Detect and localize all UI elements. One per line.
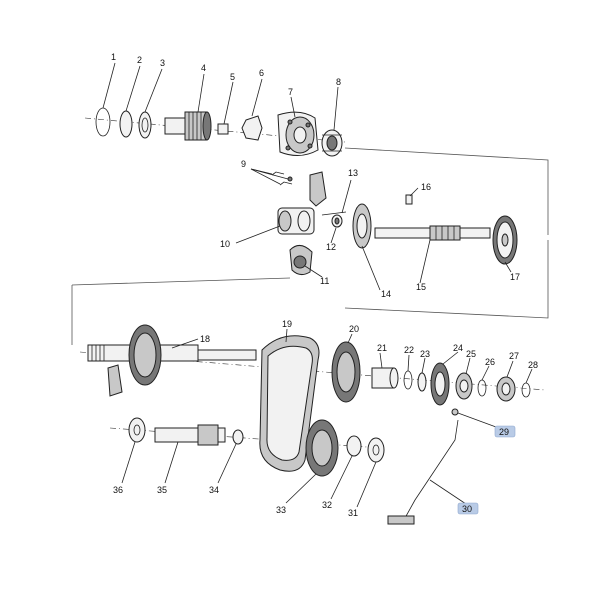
part-8-bearing[interactable] (321, 129, 343, 157)
callout-35: 35 (157, 485, 167, 495)
callout-13: 13 (348, 168, 358, 178)
callout-16: 16 (421, 182, 431, 192)
callout-19: 19 (282, 319, 292, 329)
part-28-retaining-ring[interactable] (521, 382, 531, 398)
part-1-snap-ring[interactable] (95, 107, 111, 137)
part-3-thrust-washer[interactable] (138, 111, 152, 139)
callout-12: 12 (326, 242, 336, 252)
callout-22: 22 (404, 345, 414, 355)
callout-8: 8 (336, 77, 341, 87)
callout-30-highlight[interactable]: 30 (457, 502, 479, 515)
callout-6: 6 (259, 68, 264, 78)
callout-25: 25 (466, 349, 476, 359)
callout-32: 32 (322, 500, 332, 510)
part-16-key[interactable] (405, 194, 413, 205)
part-21-spacer[interactable] (371, 367, 399, 389)
callout-11: 11 (320, 276, 329, 286)
callout-27: 27 (509, 351, 519, 361)
part-4-input-gear[interactable] (164, 111, 212, 141)
part-15-output-shaft[interactable] (374, 225, 491, 241)
part-10-shift-fork[interactable] (277, 171, 327, 235)
callout-33: 33 (276, 505, 286, 515)
part-22-snap-ring[interactable] (403, 370, 413, 390)
part-36-washer[interactable] (128, 417, 146, 443)
callout-28: 28 (528, 360, 538, 370)
callout-34: 34 (209, 485, 219, 495)
part-18-mainshaft[interactable] (87, 324, 257, 397)
callout-4: 4 (201, 63, 206, 73)
callout-10: 10 (220, 239, 230, 249)
part-9-detent-pins[interactable] (271, 171, 293, 186)
callout-5: 5 (230, 72, 235, 82)
leader-lines (102, 62, 533, 508)
part-35-countershaft[interactable] (154, 424, 226, 446)
part-7-planetary-carrier[interactable] (277, 111, 319, 156)
callout-23: 23 (420, 349, 430, 359)
callout-7: 7 (288, 87, 293, 97)
callout-29: 29 (499, 427, 509, 437)
callout-15: 15 (416, 282, 426, 292)
callout-labels: 1 2 3 4 5 6 7 8 9 10 11 12 13 14 15 16 1… (111, 52, 538, 370)
callout-21: 21 (377, 343, 387, 353)
highlighted-callouts: 29 30 (457, 425, 516, 515)
callout-31: 31 (348, 508, 358, 518)
part-23-thrust-washer[interactable] (417, 372, 427, 392)
callout-1: 1 (111, 52, 116, 62)
callout-29-highlight[interactable]: 29 (494, 425, 516, 438)
part-32-spacer[interactable] (346, 435, 362, 457)
part-24-reduction-gear[interactable] (430, 362, 450, 406)
part-17-drive-gear[interactable] (492, 215, 518, 265)
part-14-clutch-hub[interactable] (352, 203, 372, 249)
part-29-pin[interactable] (451, 408, 459, 416)
callout-3: 3 (160, 58, 165, 68)
callout-20: 20 (349, 324, 359, 334)
callout-2: 2 (137, 55, 142, 65)
part-30-shift-lever[interactable] (387, 419, 459, 525)
part-6-retaining-ring[interactable] (241, 115, 263, 141)
callout-26: 26 (485, 357, 495, 367)
callout-14: 14 (381, 289, 391, 299)
part-34-bushing[interactable] (232, 429, 244, 445)
part-33-idler-gear[interactable] (305, 419, 339, 477)
callout-18: 18 (200, 334, 210, 344)
part-2-washer[interactable] (119, 110, 133, 138)
part-12-bushing[interactable] (331, 214, 343, 228)
callout-36: 36 (113, 485, 123, 495)
part-26-snap-ring[interactable] (477, 379, 487, 397)
callout-30: 30 (462, 504, 472, 514)
part-31-washer[interactable] (367, 437, 385, 463)
callout-9: 9 (241, 159, 246, 169)
callout-24: 24 (453, 343, 463, 353)
part-11-fork-pad[interactable] (289, 245, 313, 276)
part-27-bearing[interactable] (496, 376, 516, 402)
part-19-drive-chain[interactable] (259, 335, 320, 472)
callout-labels-bottom: 31 32 33 34 35 36 (113, 485, 358, 518)
part-5-bushing[interactable] (217, 123, 229, 135)
part-20-driven-sprocket[interactable] (331, 341, 361, 403)
callout-17: 17 (510, 272, 520, 282)
part-25-bearing[interactable] (455, 372, 473, 400)
